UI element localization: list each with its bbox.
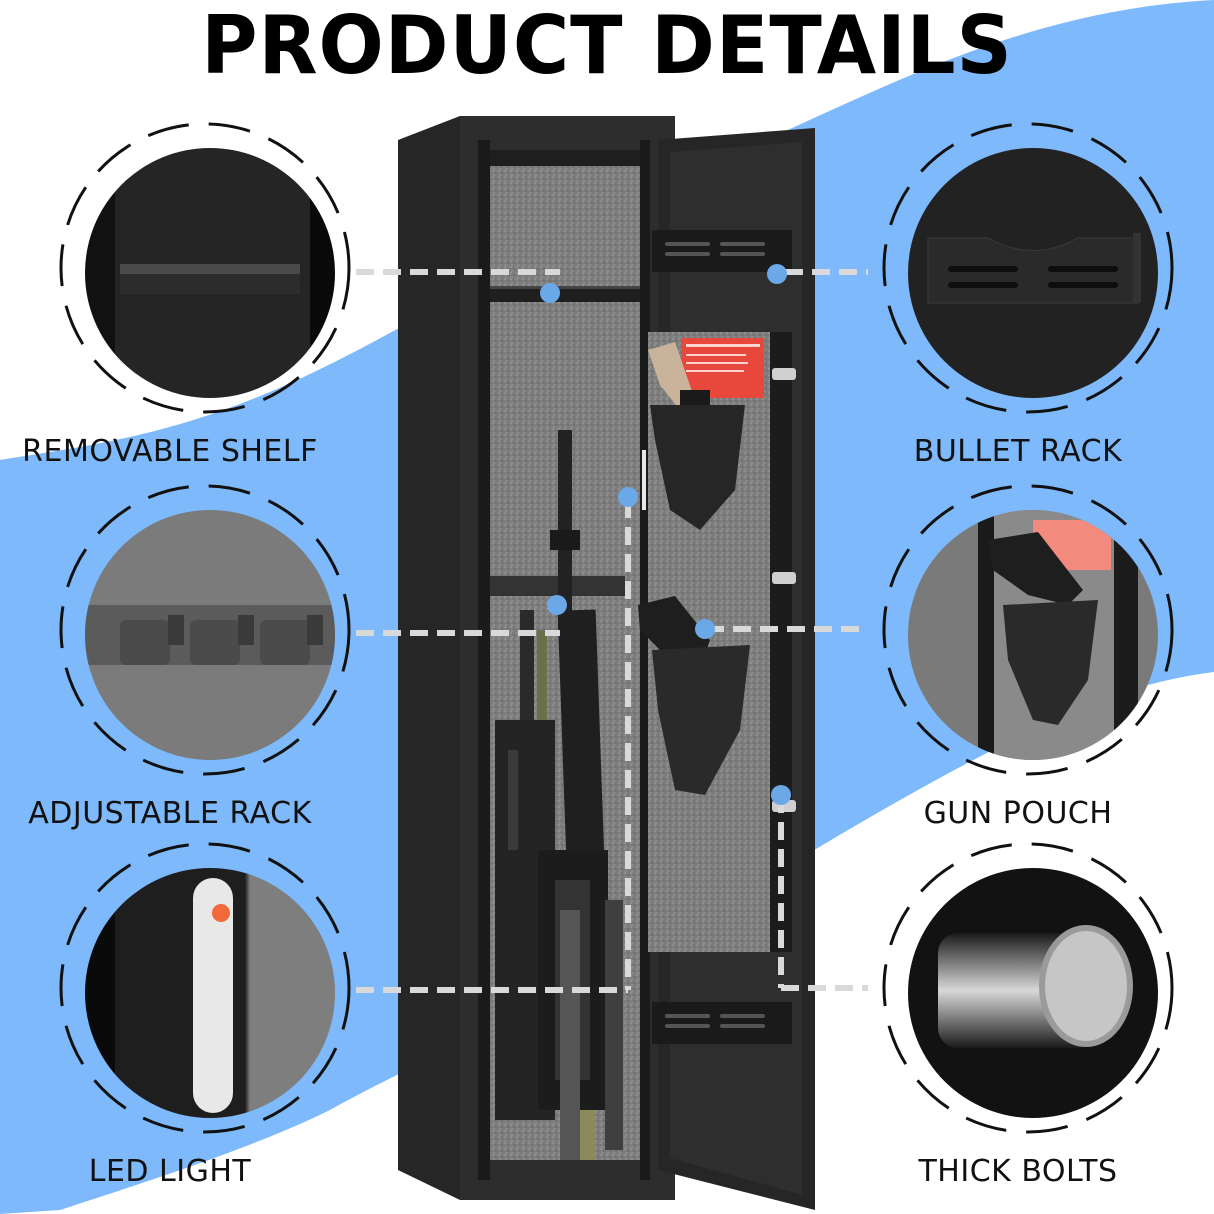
dashed-ring-icon xyxy=(882,122,1174,414)
holster-icon xyxy=(978,510,1138,760)
bullet-rack-photo xyxy=(908,148,1158,398)
adjustable-rack-marker-dot xyxy=(547,595,567,615)
dashed-ring-icon xyxy=(59,484,351,776)
removable-shelf-photo xyxy=(85,148,335,398)
bolt-icon xyxy=(938,925,1133,1048)
led-light-photo xyxy=(85,868,335,1118)
dashed-ring-icon xyxy=(882,842,1174,1134)
adjustable-rack-photo xyxy=(85,510,335,760)
feature-label: GUN POUCH xyxy=(923,796,1113,831)
rifle-rack-icon xyxy=(85,605,335,665)
page-title: PRODUCT DETAILS xyxy=(201,0,1013,92)
feature-led-light: LED LIGHT xyxy=(5,838,351,1198)
feature-gun-pouch: GUN POUCH xyxy=(828,480,1174,840)
bullet-rack-icon xyxy=(927,233,1141,304)
dashed-ring-icon xyxy=(59,842,351,1134)
dashed-ring-icon xyxy=(882,484,1174,776)
gun-pouch-photo xyxy=(908,510,1158,760)
shelf-marker-dot xyxy=(540,283,560,303)
feature-adjustable-rack: ADJUSTABLE RACK xyxy=(5,480,351,840)
dashed-ring-icon xyxy=(59,122,351,414)
feature-label: LED LIGHT xyxy=(88,1154,252,1189)
bullet-rack-marker-dot xyxy=(767,264,787,284)
thick-bolts-marker-dot xyxy=(771,785,791,805)
led-strip-icon xyxy=(193,878,233,1113)
feature-label: ADJUSTABLE RACK xyxy=(28,796,312,831)
feature-label: BULLET RACK xyxy=(913,434,1123,469)
feature-label: THICK BOLTS xyxy=(918,1154,1118,1189)
thick-bolts-photo xyxy=(908,868,1158,1118)
gun-pouch-marker-dot xyxy=(695,619,715,639)
feature-thick-bolts: THICK BOLTS xyxy=(828,838,1174,1198)
feature-label: REMOVABLE SHELF xyxy=(22,434,318,469)
feature-bullet-rack: BULLET RACK xyxy=(828,118,1174,478)
feature-removable-shelf: REMOVABLE SHELF xyxy=(5,118,351,478)
gun-safe-illustration xyxy=(398,116,815,1210)
led-marker-dot xyxy=(618,487,638,507)
